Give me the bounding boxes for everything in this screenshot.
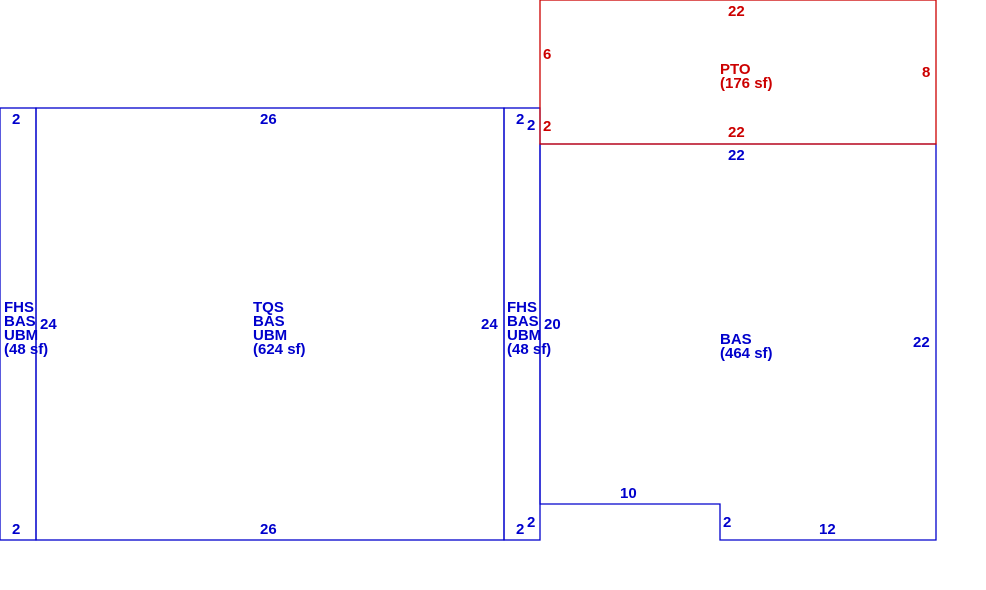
left-strip-side-dim: 24 (40, 316, 57, 333)
left-strip-top-dim: 2 (12, 111, 20, 128)
porch-left-dim: 6 (543, 46, 551, 63)
mid-strip-bottom-inner-dim: 2 (527, 514, 535, 531)
base-top-dim: 22 (728, 147, 745, 164)
porch-bottom-dim: 22 (728, 124, 745, 141)
main-top-dim: 26 (260, 111, 277, 128)
porch-area: (176 sf) (720, 75, 773, 92)
mid-strip-label-3: UBM (507, 327, 541, 344)
base-area: (464 sf) (720, 345, 773, 362)
porch-label: PTO (720, 61, 751, 78)
mid-strip-top-dim: 2 (516, 111, 524, 128)
porch-top-dim: 22 (728, 3, 745, 20)
main-label-1: TQS (253, 299, 284, 316)
mid-strip-area: (48 sf) (507, 341, 551, 358)
porch-left-lower-dim: 2 (543, 118, 551, 135)
porch-outline (539, 0, 937, 145)
main-area: (624 sf) (253, 341, 306, 358)
mid-strip-side-dim: 20 (544, 316, 561, 333)
left-strip-bottom-dim: 2 (12, 521, 20, 538)
main-label-3: UBM (253, 327, 287, 344)
main-label-2: BAS (253, 313, 285, 330)
base-label: BAS (720, 331, 752, 348)
mid-strip-label-2: BAS (507, 313, 539, 330)
base-notch-top-dim: 10 (620, 485, 637, 502)
base-bottom-dim: 12 (819, 521, 836, 538)
mid-strip-label-1: FHS (507, 299, 537, 316)
left-strip-label-2: BAS (4, 313, 36, 330)
left-strip-label-3: UBM (4, 327, 38, 344)
main-bottom-dim: 26 (260, 521, 277, 538)
left-strip-label-1: FHS (4, 299, 34, 316)
base-right-dim: 22 (913, 334, 930, 351)
base-notch-side-dim: 2 (723, 514, 731, 531)
main-side-dim: 24 (481, 316, 498, 333)
porch-right-dim: 8 (922, 64, 930, 81)
mid-strip-bottom-dim: 2 (516, 521, 524, 538)
left-strip-area: (48 sf) (4, 341, 48, 358)
mid-strip-top-inner-dim: 2 (527, 117, 535, 134)
